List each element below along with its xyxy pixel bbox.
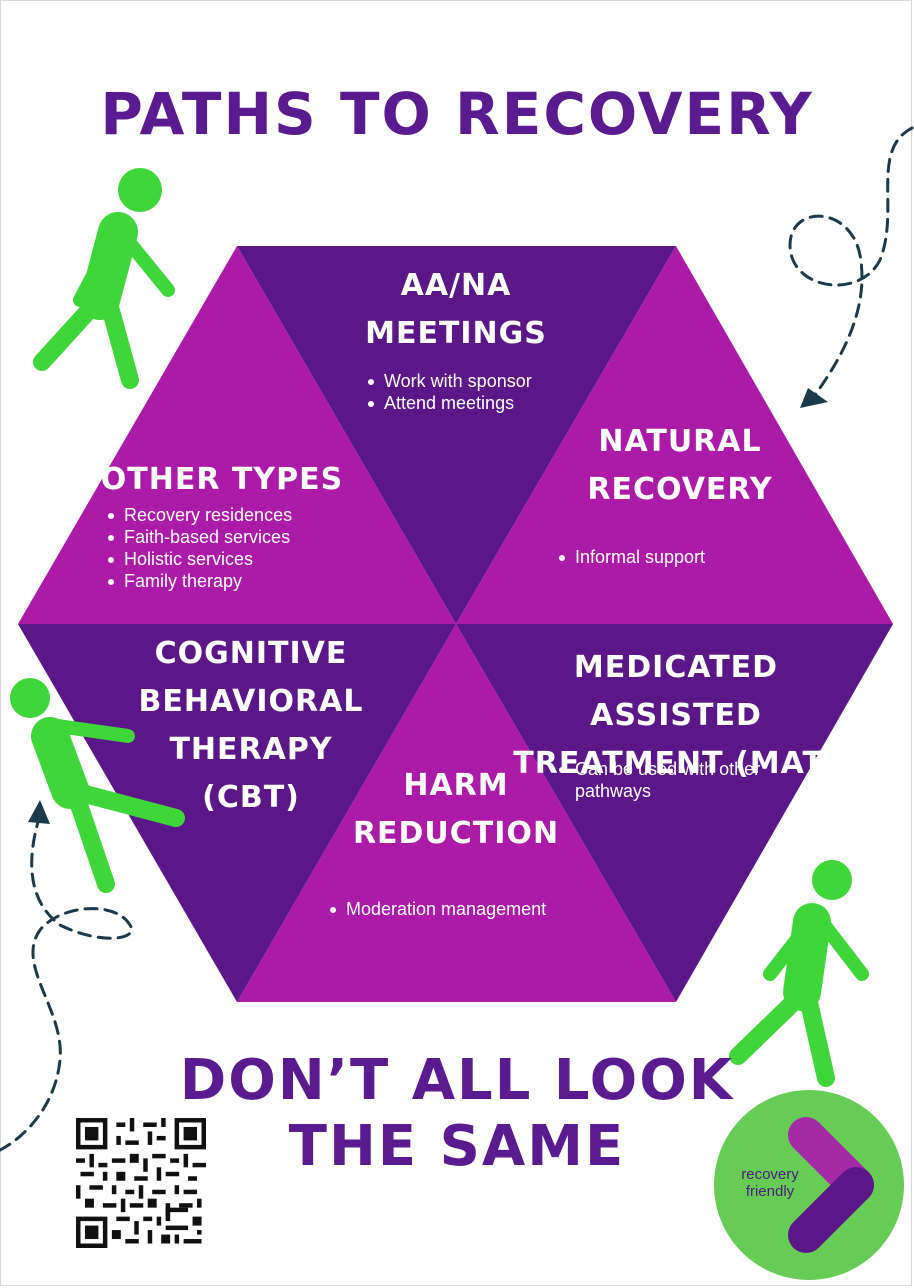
list-item: Holistic services xyxy=(106,548,346,570)
list-item: Attend meetings xyxy=(366,392,586,414)
logo-text: recovery friendly xyxy=(741,1166,799,1200)
recovery-friendly-logo: recovery friendly xyxy=(714,1090,904,1280)
list-item: Recovery residences xyxy=(106,504,346,526)
bullets-other-types: Recovery residences Faith-based services… xyxy=(106,504,346,592)
list-item: Family therapy xyxy=(106,570,346,592)
tagline: DON’T ALL LOOK THE SAME xyxy=(179,1048,735,1179)
bullets-harm-reduction: Moderation management xyxy=(328,898,608,920)
list-item: Work with sponsor xyxy=(366,370,586,392)
bullets-aa-na: Work with sponsor Attend meetings xyxy=(366,370,586,414)
qr-code-icon[interactable] xyxy=(76,1118,206,1248)
heading-other-types: OTHER TYPES xyxy=(100,462,344,497)
main-title: PATHS TO RECOVERY xyxy=(100,80,814,148)
bullets-natural-recovery: Informal support xyxy=(557,546,797,568)
list-item: Can be used with other pathways xyxy=(557,758,817,802)
chevron-logo-icon xyxy=(788,1117,874,1253)
list-item: Informal support xyxy=(557,546,797,568)
list-item: Faith-based services xyxy=(106,526,346,548)
list-item: Moderation management xyxy=(328,898,608,920)
bullets-mat: Can be used with other pathways xyxy=(557,758,817,802)
